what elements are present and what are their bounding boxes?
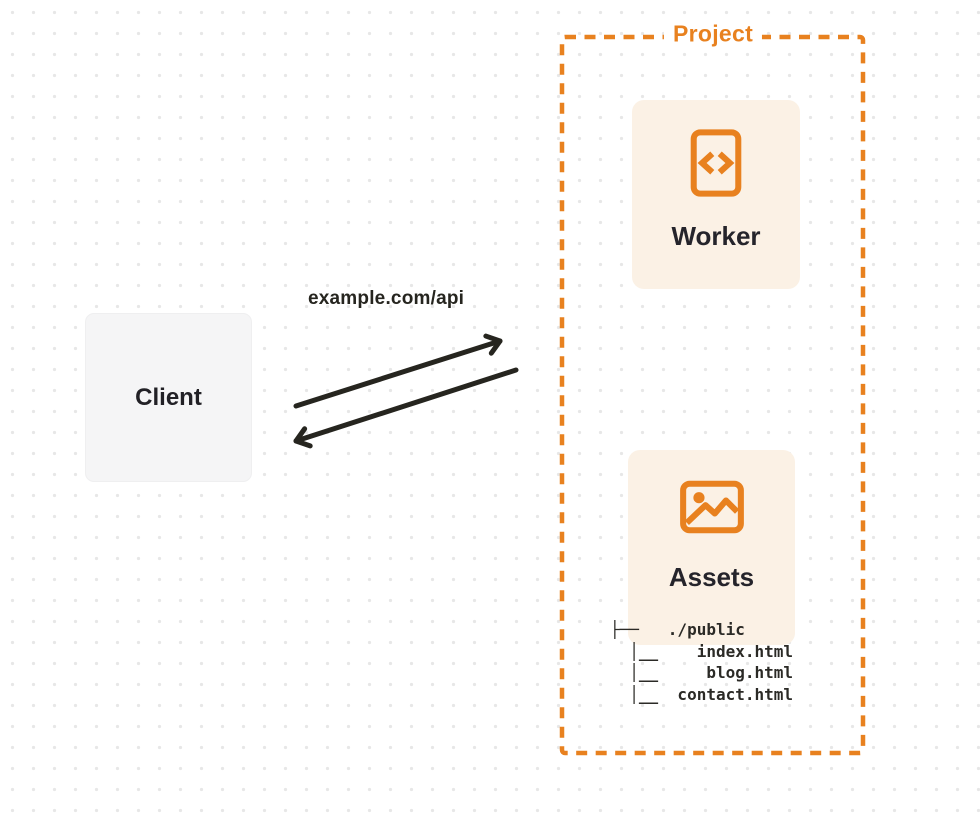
project-label: Project <box>663 20 763 48</box>
file-tree-item: │__ contact.html <box>610 684 794 704</box>
request-url-label: example.com/api <box>308 288 465 309</box>
file-tree-item: │__ blog.html <box>610 663 794 682</box>
client-node: Client <box>85 313 252 482</box>
assets-label: Assets <box>668 562 755 592</box>
worker-node: Worker <box>632 100 800 289</box>
response-arrow <box>293 367 519 449</box>
file-tree-item: │__ index.html <box>610 641 794 661</box>
image-icon <box>679 480 744 534</box>
worker-label: Worker <box>671 221 761 251</box>
client-label: Client <box>135 383 202 411</box>
code-document-icon <box>690 129 742 197</box>
assets-node: Assets <box>628 450 795 645</box>
request-arrow <box>293 333 503 409</box>
file-tree: ├── ./public │__ index.html │__ blog.htm… <box>610 619 793 705</box>
file-tree-root: ├── ./public <box>610 620 745 639</box>
